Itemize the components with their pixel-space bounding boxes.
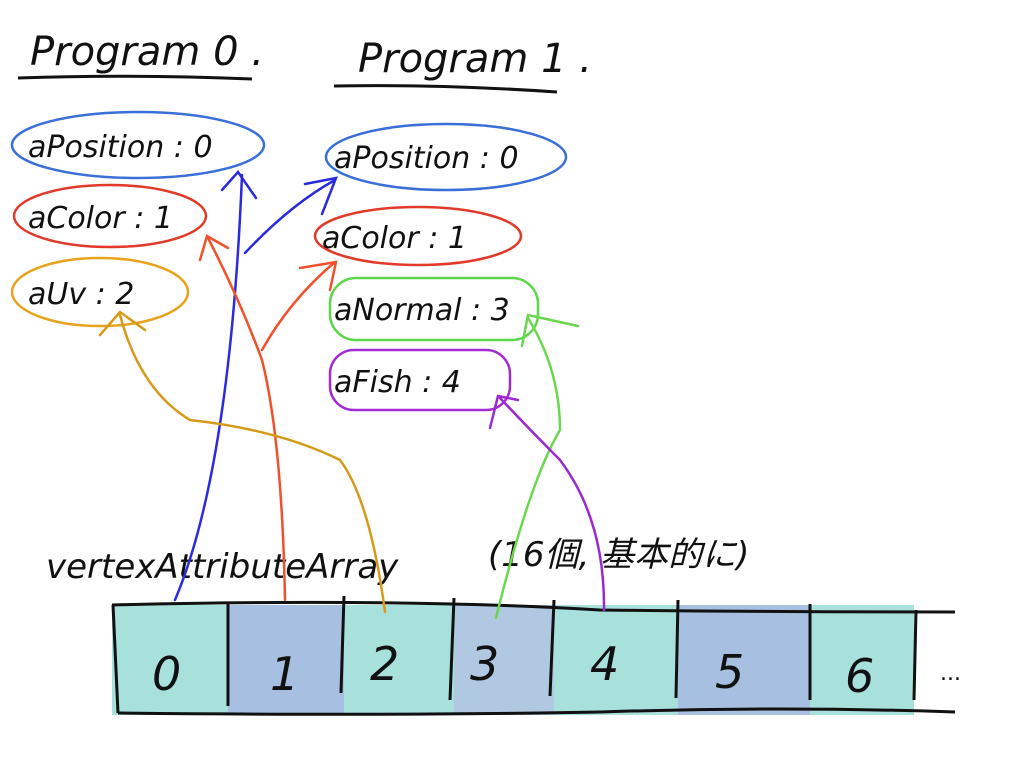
- program-1-attr-bubble-anormal: [328, 276, 540, 342]
- array-cell-bg-4: [554, 605, 678, 715]
- array-note: (16個, 基本的に): [488, 535, 749, 575]
- arrowhead-icon: [220, 169, 258, 200]
- array-cell-bg-6: [810, 605, 914, 715]
- array-cell-bg-0: [112, 605, 228, 715]
- arrowhead-icon: [303, 176, 338, 216]
- program-1-attr-aposition: aPosition : 0: [334, 141, 519, 176]
- arrowhead-icon: [298, 260, 338, 292]
- array-cell-6: 6: [845, 649, 874, 703]
- program-0-underline: [17, 74, 253, 81]
- arrowhead-icon: [198, 234, 230, 262]
- program-1-title: Program 1 .: [358, 36, 592, 82]
- array-cell-bg-3: [454, 605, 554, 715]
- program-0-attr-auv: aUv : 2: [28, 277, 134, 312]
- arrow-cell0-p0-aposition: [173, 173, 244, 602]
- array-divider: [912, 609, 918, 701]
- array-ellipsis: ...: [940, 661, 961, 686]
- arrowhead-icon: [98, 310, 147, 337]
- vertex-attribute-array: 0 1 2 3 4 5 6 ...: [111, 595, 961, 716]
- array-divider: [548, 599, 556, 697]
- array-cell-0: 0: [152, 647, 181, 701]
- program-0-attr-acolor: aColor : 1: [28, 201, 173, 236]
- program-1-attr-bubble-acolor: [313, 205, 523, 267]
- program-1-underline: [333, 84, 558, 94]
- arrowhead-icon: [488, 394, 520, 430]
- program-1-attr-acolor: aColor : 1: [322, 221, 467, 256]
- array-top-border: [111, 600, 956, 614]
- arrow-cell0-p1-aposition: [243, 178, 337, 255]
- arrow-cell2-p0-auv: [118, 313, 387, 614]
- array-cell-bg-5: [678, 605, 810, 715]
- arrowhead-icon: [520, 313, 580, 348]
- array-divider: [674, 599, 680, 699]
- arrow-cell1-p0-acolor: [206, 236, 287, 602]
- arrows: [98, 169, 606, 620]
- array-bottom-border: [117, 707, 956, 716]
- array-divider: [111, 604, 120, 714]
- program-0-title: Program 0 .: [30, 29, 264, 75]
- program-1-attr-bubble-aposition: [324, 122, 568, 192]
- program-0-attr-bubble-auv: [10, 256, 190, 328]
- program-0-attr-aposition: aPosition : 0: [28, 130, 213, 165]
- array-caption: vertexAttributeArray: [46, 547, 399, 587]
- array-divider: [448, 597, 456, 701]
- array-cell-3: 3: [470, 637, 499, 691]
- program-1-attr-anormal: aNormal : 3: [334, 293, 510, 328]
- program-0-attr-bubble-aposition: [10, 110, 266, 180]
- arrow-cell1-p1-acolor: [260, 260, 337, 352]
- arrow-cell3-p1-anormal: [494, 316, 562, 620]
- array-cell-bg-2: [344, 605, 454, 715]
- array-cell-4: 4: [590, 637, 619, 691]
- array-cell-5: 5: [715, 645, 744, 699]
- program-0-attr-bubble-acolor: [12, 183, 208, 249]
- array-divider: [339, 595, 346, 694]
- arrow-cell4-p1-afish: [498, 396, 606, 612]
- program-1-attr-afish: aFish : 4: [334, 365, 461, 400]
- array-cell-bg-1: [228, 605, 344, 715]
- array-cell-2: 2: [370, 637, 399, 691]
- array-cell-1: 1: [270, 647, 299, 701]
- program-1-attr-bubble-afish: [328, 348, 512, 412]
